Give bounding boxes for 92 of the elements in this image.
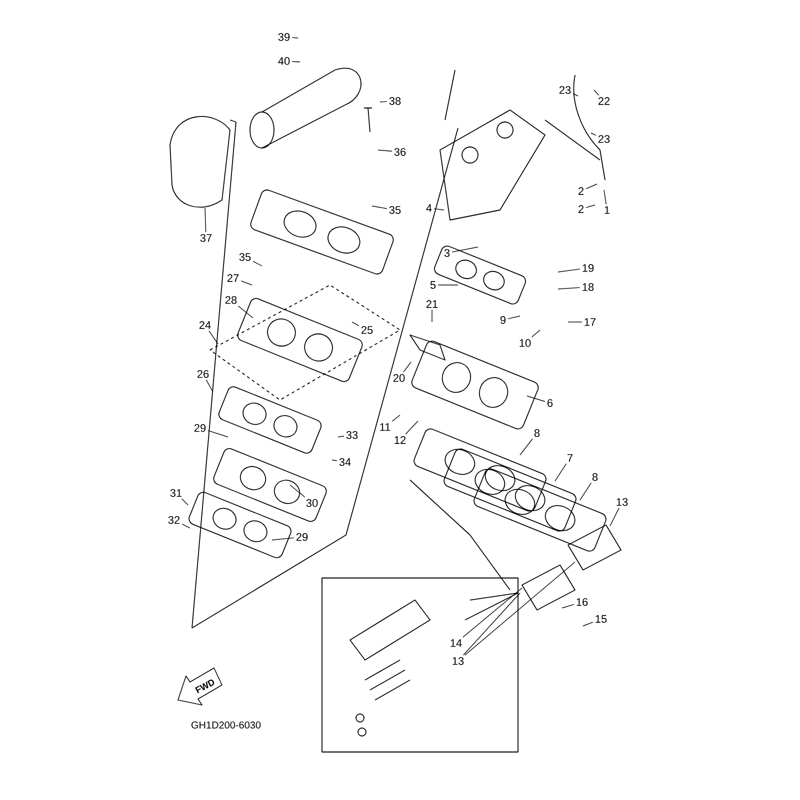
leader-line [438,284,458,286]
leader-line [586,184,598,190]
callout-number: 14 [450,639,462,647]
callout-number: 21 [426,300,438,308]
callout-number: 38 [389,97,401,105]
leader-line [272,537,294,540]
callout-number: 33 [346,431,358,439]
callout-number: 39 [278,33,290,41]
callout-number: 25 [361,326,373,334]
callout-number: 24 [199,321,211,329]
callout-number: 16 [576,598,588,606]
leader-line [392,414,400,422]
callout-number: 35 [239,253,251,261]
leader-line [292,37,298,38]
leader-line [405,420,418,435]
leader-line [206,380,214,392]
leader-line [240,280,252,286]
callout-number: 40 [278,57,290,65]
callout-number: 13 [616,498,628,506]
leader-line [462,588,522,638]
callout-number: 36 [394,148,406,156]
leader-line [182,498,188,506]
callout-number: 4 [426,204,432,212]
leader-line [338,436,344,438]
callout-number: 3 [444,249,450,257]
callout-number: 31 [170,489,182,497]
leader-line [580,482,592,500]
part-code: GH1D200-6030 [191,721,261,729]
leader-line [508,316,520,320]
callout-number: 9 [500,316,506,324]
leader-line [572,93,578,96]
callout-number: 26 [197,370,209,378]
leader-line [531,330,540,338]
leader-line [464,562,576,656]
leader-line [462,592,520,656]
leader-line [562,604,574,608]
leader-line [520,438,533,456]
callout-number: 2 [578,187,584,195]
leader-line [604,190,606,205]
callout-number: 8 [534,429,540,437]
leader-line [582,622,594,626]
leader-line [526,396,546,402]
callout-number: 23 [559,86,571,94]
callout-number: 23 [598,135,610,143]
leader-line [238,306,254,318]
leader-line [332,460,338,462]
callout-number: 22 [598,97,610,105]
leader-line [586,204,596,208]
callout-number: 8 [592,473,598,481]
leader-line [378,150,392,152]
leader-line [204,208,206,232]
callout-number: 32 [168,516,180,524]
leader-line [208,330,218,344]
leader-line [610,508,620,526]
leader-line [554,463,567,482]
callout-number: 2 [578,205,584,213]
callout-number: 35 [389,206,401,214]
callout-number: 11 [380,423,390,431]
callout-number: 15 [596,615,607,623]
callout-number: 20 [393,374,405,382]
leader-line [594,90,600,96]
callout-number: 1 [604,206,610,214]
leader-line [403,362,412,373]
leader-line [590,132,596,136]
callout-number: 17 [584,318,596,326]
leader-line [558,287,580,290]
callout-number: 5 [430,281,436,289]
leader-line [252,260,262,266]
leader-line [380,101,388,102]
callout-number: 29 [194,424,206,432]
leader-line [452,246,478,252]
leader-line [558,268,580,272]
leader-line [352,322,360,326]
leader-line [372,206,388,209]
leader-line [208,430,228,438]
callout-number: 10 [520,339,531,347]
callout-number: 6 [548,399,553,407]
callout-number: 37 [200,234,212,242]
leader-line [292,61,300,62]
leader-line [182,524,190,528]
callout-number: 19 [582,264,594,272]
callout-number: 12 [394,436,406,444]
callout-number: 28 [225,296,237,304]
callout-number: 7 [568,454,573,462]
callout-number: 13 [452,657,464,665]
callout-number: 30 [306,499,318,507]
leader-line [290,484,306,498]
callout-number: 34 [339,458,351,466]
callout-number: 27 [227,274,239,282]
callout-number: 29 [296,533,308,541]
callout-number: 18 [582,283,594,291]
leader-line [434,208,444,210]
